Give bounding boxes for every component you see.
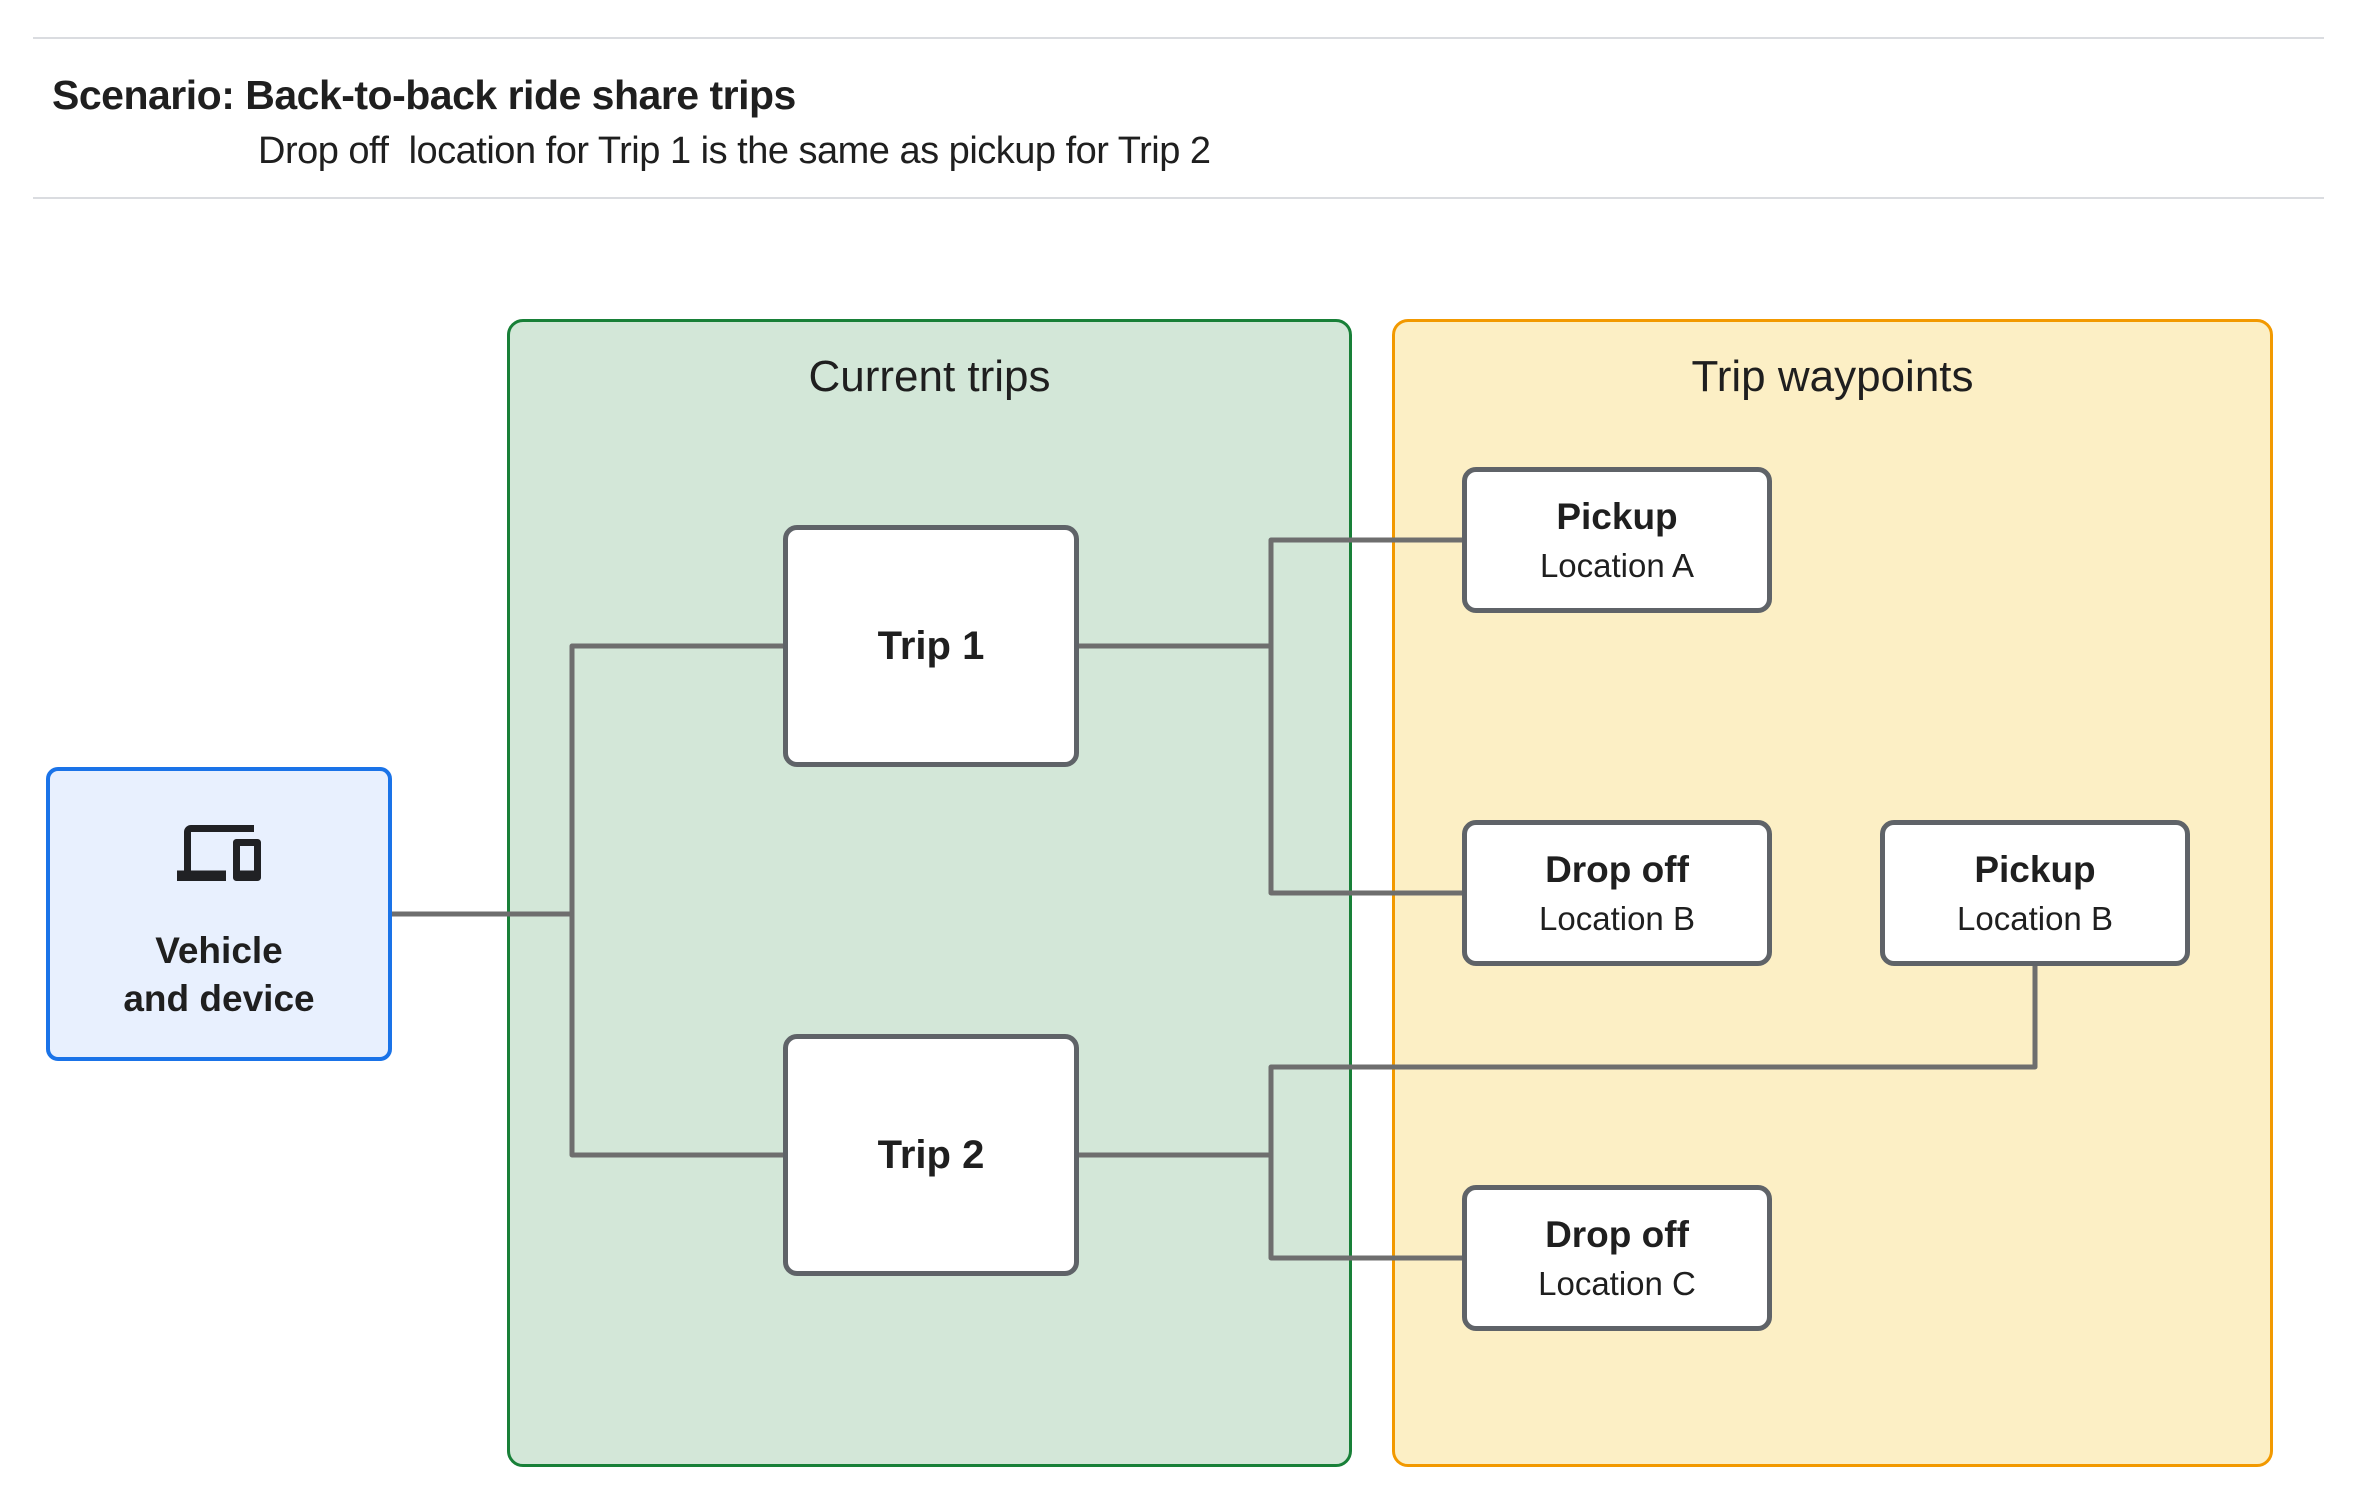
vehicle-label: Vehicle and device — [123, 927, 314, 1023]
waypoint-subtitle: Location C — [1538, 1264, 1696, 1302]
node-trip-1: Trip 1 — [783, 525, 1079, 767]
waypoint-subtitle: Location A — [1539, 546, 1695, 584]
devices-icon-glyph — [177, 825, 261, 881]
group-current-trips: Current trips — [507, 319, 1352, 1467]
node-trip-2: Trip 2 — [783, 1034, 1079, 1276]
waypoint-title: Pickup — [1556, 495, 1678, 537]
devices-icon — [177, 825, 261, 881]
waypoint-subtitle: Location B — [1539, 899, 1695, 937]
trip-1-label: Trip 1 — [877, 623, 985, 668]
node-vehicle-and-device: Vehicle and device — [46, 767, 392, 1061]
group-title-trip-waypoints: Trip waypoints — [1691, 352, 1974, 401]
node-pickup-location-b: Pickup Location B — [1880, 820, 2190, 966]
page-subtitle: Drop off location for Trip 1 is the same… — [258, 130, 1211, 172]
divider-bottom — [33, 197, 2324, 199]
node-dropoff-location-c: Drop off Location C — [1462, 1185, 1772, 1331]
divider-top — [33, 37, 2324, 39]
trip-2-label: Trip 2 — [877, 1132, 985, 1177]
page-title: Scenario: Back-to-back ride share trips — [52, 72, 796, 118]
waypoint-subtitle: Location B — [1957, 899, 2113, 937]
vehicle-label-line2: and device — [123, 977, 315, 1019]
vehicle-label-line1: Vehicle — [155, 929, 283, 971]
waypoint-title: Drop off — [1545, 848, 1689, 890]
node-dropoff-location-b: Drop off Location B — [1462, 820, 1772, 966]
waypoint-title: Drop off — [1545, 1213, 1689, 1255]
node-pickup-location-a: Pickup Location A — [1462, 467, 1772, 613]
group-title-current-trips: Current trips — [808, 352, 1051, 401]
waypoint-title: Pickup — [1974, 848, 2096, 890]
